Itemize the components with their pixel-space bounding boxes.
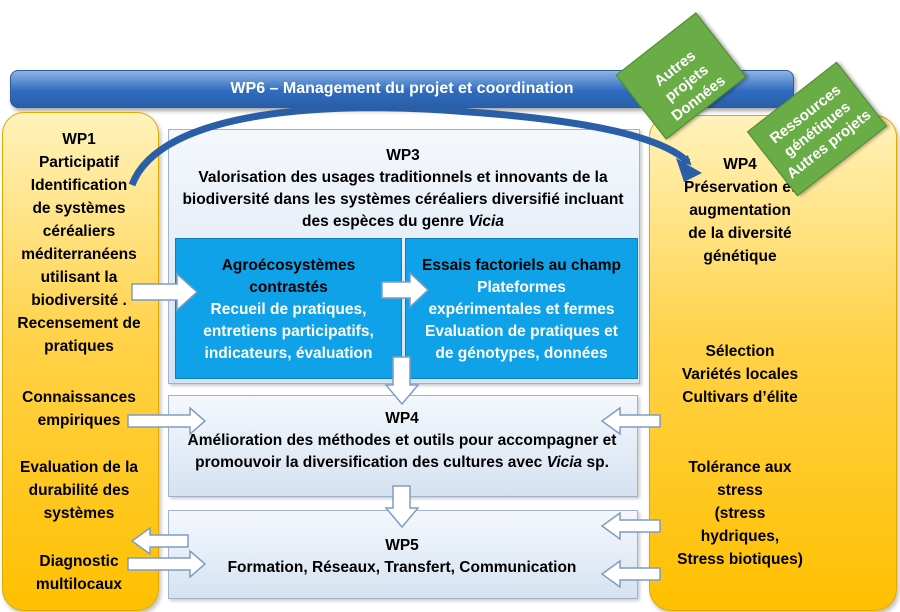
wp4-right-block: WP4 Préservation et augmentation de la d… (655, 153, 825, 268)
diagnostic-line: multilocaux (35, 576, 123, 593)
curved-arrow-head (676, 158, 702, 182)
wp1-line: pratiques (44, 338, 114, 355)
essais-body-line: de génotypes, données (435, 345, 608, 362)
evaluation-line: systèmes (43, 505, 115, 522)
tolerance-block: Tolérance aux stress (stress hydriques, … (655, 456, 825, 571)
tolerance-line: hydriques, (700, 528, 780, 545)
curved-arrow-wp1-to-wp4 (128, 104, 692, 187)
essais-body-line: expérimentales et fermes (428, 301, 615, 318)
connaissances-line: empiriques (37, 412, 121, 429)
left-column-box (2, 112, 159, 611)
evaluation-block: Evaluation de la durabilité des systèmes (4, 456, 154, 525)
wp3-line: des espèces du genre Vicia (170, 211, 636, 233)
evaluation-line: durabilité des (28, 482, 130, 499)
wp1-line: Participatif (38, 154, 120, 171)
wp4-right-line: augmentation (689, 202, 791, 219)
wp1-line: méditerranéens (21, 246, 137, 263)
connaissances-block: Connaissances empiriques (4, 386, 154, 432)
wp3-title: WP3 (386, 147, 420, 164)
wp4-right-line: de la diversité (688, 225, 792, 242)
wp5-panel (168, 510, 638, 599)
agro-body-line: indicateurs, évaluation (204, 345, 373, 362)
wp3-text: WP3 Valorisation des usages traditionnel… (170, 145, 636, 233)
selection-line: Sélection (705, 343, 775, 360)
essais-body-line: Plateformes (477, 279, 566, 296)
wp1-line: Recensement de (17, 315, 141, 332)
arrow-right-to-wp4 (600, 406, 661, 436)
wp1-line: biodiversité . (31, 292, 127, 309)
wp1-line: utilisant la (40, 269, 118, 286)
essais-title: Essais factoriels au champ (421, 257, 621, 274)
agroecosystemes-box: Agroécosystèmes contrastés Recueil de pr… (175, 238, 402, 379)
arrow-agro-to-essais (381, 271, 430, 309)
tolerance-line: stress (717, 482, 763, 499)
wp3-line-prefix: des espèces du genre (302, 213, 469, 230)
wp4-right-line: Préservation et (684, 179, 796, 196)
wp3-line: Valorisation des usages traditionnels et… (198, 169, 608, 186)
agro-title: contrastés (249, 279, 328, 296)
wp3-line: biodiversité dans les systèmes céréalier… (182, 191, 624, 208)
wp4-center-text: WP4 Amélioration des méthodes et outils … (170, 408, 634, 474)
wp4-right-line: génétique (703, 248, 777, 265)
wp4-center-panel (168, 395, 638, 497)
wp1-block: WP1 Participatif Identification de systè… (4, 128, 154, 358)
diagnostic-block: Diagnostic multilocaux (4, 550, 154, 596)
agro-body-line: Recueil de pratiques, (210, 301, 367, 318)
tolerance-line: Stress biotiques) (677, 551, 803, 568)
selection-block: Sélection Variétés locales Cultivars d’é… (655, 340, 825, 409)
tolerance-line: (stress (714, 505, 766, 522)
vicia-italic: Vicia (468, 213, 504, 230)
selection-line: Cultivars d’élite (682, 389, 798, 406)
arrow-wp5-to-evaluation (130, 526, 189, 556)
wp5-text: WP5 Formation, Réseaux, Transfert, Commu… (170, 535, 634, 579)
connaissances-line: Connaissances (22, 389, 136, 406)
wp1-line: de systèmes (32, 200, 126, 217)
wp5-line: Formation, Réseaux, Transfert, Communica… (227, 559, 577, 576)
essais-box: Essais factoriels au champ Plateformes e… (405, 238, 638, 379)
wp4-line-suffix: sp. (582, 454, 609, 471)
wp1-line: Identification (30, 177, 128, 194)
evaluation-line: Evaluation de la (19, 459, 138, 476)
arrow-connaissances-to-wp4 (127, 406, 207, 436)
selection-line: Variétés locales (681, 366, 799, 383)
agro-title: Agroécosystèmes (221, 257, 356, 274)
vicia-italic: Vicia (546, 454, 583, 471)
diagnostic-line: Diagnostic (39, 553, 119, 570)
arrow-diagnostic-to-wp5 (127, 549, 207, 579)
wp6-label: WP6 – Management du projet et coordinati… (230, 80, 574, 97)
agro-body-line: entretiens participatifs, (203, 323, 374, 340)
wp1-line: WP1 (62, 131, 96, 148)
tolerance-line: Tolérance aux (688, 459, 792, 476)
wp4-right-line: WP4 (723, 156, 757, 173)
wp4-line-prefix: promouvoir la diversification des cultur… (195, 454, 547, 471)
essais-body-line: Evaluation de pratiques et (425, 323, 618, 340)
wp4-center-title: WP4 (385, 410, 419, 427)
wp4-center-line: Amélioration des méthodes et outils pour… (187, 432, 617, 449)
right-column-box (649, 115, 897, 611)
arrow-down-to-wp5 (384, 485, 420, 529)
arrow-down-to-wp4 (384, 356, 420, 406)
wp1-line: céréaliers (42, 223, 116, 240)
wp4-center-line: promouvoir la diversification des cultur… (170, 452, 634, 474)
arrow-tolerance-to-wp5-lower (600, 559, 661, 589)
wp5-title: WP5 (385, 537, 419, 554)
arrow-wp1-to-agro (131, 272, 199, 312)
arrow-tolerance-to-wp5-upper (600, 511, 661, 541)
